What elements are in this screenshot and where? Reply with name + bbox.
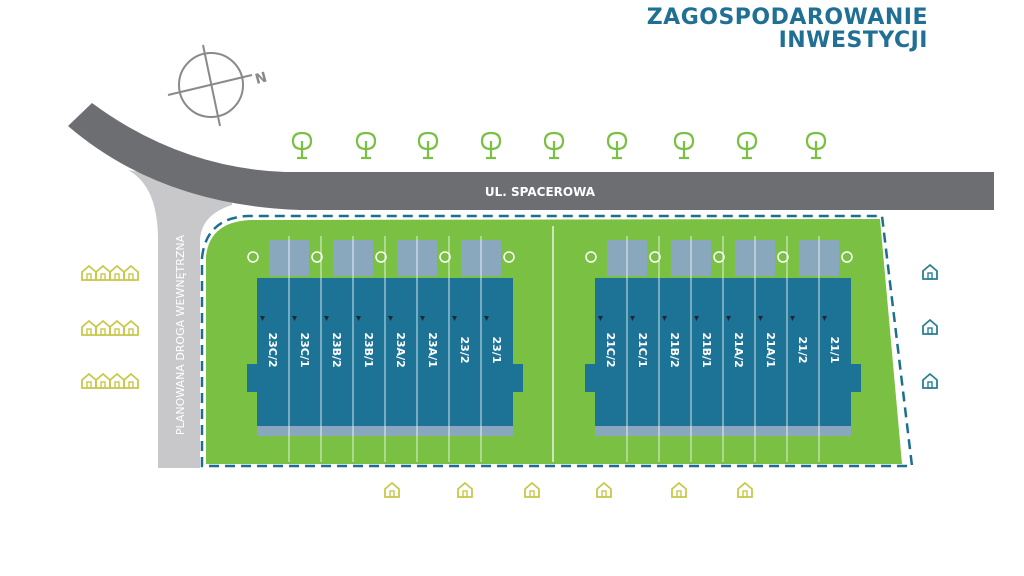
internal-road-label: PLANOWANA DROGA WEWNĘTRZNA <box>174 234 187 435</box>
unit-label: 21/2 <box>796 337 809 364</box>
plot-boundary <box>200 214 914 468</box>
shrub-icon <box>503 251 515 263</box>
compass-north-label: N <box>253 69 268 87</box>
house-icon <box>109 264 125 281</box>
house-icon <box>81 264 97 281</box>
unit-label: 21A/1 <box>764 332 777 368</box>
unit-label: 21B/2 <box>668 332 681 367</box>
entrance-marker <box>790 316 795 321</box>
entrance-marker <box>292 316 297 321</box>
shrub-icon <box>649 251 661 263</box>
unit-label: 23A/2 <box>394 332 407 368</box>
unit-label: 23/2 <box>458 337 471 364</box>
entrance-marker <box>758 316 763 321</box>
buildings: 23C/2 23C/1 23B/2 23B/1 23A/2 23A/1 23/2 23/1 21… <box>247 236 861 462</box>
building-wing <box>851 364 861 392</box>
internal-road <box>128 170 232 468</box>
unit-label: 23B/2 <box>330 332 343 367</box>
house-icon <box>922 372 938 389</box>
entrance-marker <box>662 316 667 321</box>
entrance-marker <box>324 316 329 321</box>
house-icon <box>81 319 97 336</box>
entrance-marker <box>694 316 699 321</box>
unit-label: 23/1 <box>490 337 503 364</box>
unit-label: 23B/1 <box>362 332 375 367</box>
tree-icon <box>805 131 827 160</box>
title-line-2: INWESTYCJI <box>778 28 928 53</box>
house-icon <box>95 319 111 336</box>
shrub-icon <box>375 251 387 263</box>
unit-label: 21B/1 <box>700 332 713 367</box>
house-icon <box>109 319 125 336</box>
house-icon <box>596 481 612 498</box>
house-icon <box>457 481 473 498</box>
tree-icon <box>480 131 502 160</box>
unit-label: 21C/1 <box>636 332 649 367</box>
main-road-label: UL. SPACEROWA <box>485 185 596 199</box>
entrance-marker <box>356 316 361 321</box>
entrance-marker <box>484 316 489 321</box>
entrance-marker <box>388 316 393 321</box>
entrance-marker <box>598 316 603 321</box>
page-title: ZAGOSPODAROWANIE INWESTYCJI <box>647 6 928 52</box>
house-icon <box>123 264 139 281</box>
entrance-marker <box>260 316 265 321</box>
trees-row <box>291 131 827 160</box>
shrub-icon <box>439 251 451 263</box>
house-icon <box>384 481 400 498</box>
house-icon <box>95 264 111 281</box>
house-icon <box>95 372 111 389</box>
main-road <box>68 103 994 210</box>
tree-icon <box>673 131 695 160</box>
house-icon <box>123 372 139 389</box>
house-icon <box>81 372 97 389</box>
unit-label: 21/1 <box>828 337 841 364</box>
entrance-marker <box>822 316 827 321</box>
tree-icon <box>543 131 565 160</box>
shrub-icon <box>841 251 853 263</box>
tree-icon <box>291 131 313 160</box>
unit-label: 21C/2 <box>604 332 617 367</box>
compass-icon: N <box>167 44 269 127</box>
house-icon <box>109 372 125 389</box>
shrub-icon <box>585 251 597 263</box>
building-wing <box>585 364 595 392</box>
tree-icon <box>417 131 439 160</box>
house-icon <box>123 319 139 336</box>
entrance-marker <box>420 316 425 321</box>
entrance-marker <box>726 316 731 321</box>
unit-label: 23A/1 <box>426 332 439 368</box>
entrance-marker <box>452 316 457 321</box>
house-icon <box>524 481 540 498</box>
unit-label: 21A/2 <box>732 332 745 368</box>
title-line-1: ZAGOSPODAROWANIE <box>646 5 928 30</box>
tree-icon <box>355 131 377 160</box>
surrounding-houses <box>81 263 938 498</box>
entrance-marker <box>630 316 635 321</box>
unit-label: 23C/2 <box>266 332 279 367</box>
shrub-icon <box>777 251 789 263</box>
tree-icon <box>606 131 628 160</box>
house-icon <box>737 481 753 498</box>
shrub-icon <box>311 251 323 263</box>
shrub-icon <box>713 251 725 263</box>
house-icon <box>671 481 687 498</box>
shrub-icon <box>247 251 259 263</box>
building-wing <box>247 364 257 392</box>
building-block-right: 21C/2 21C/1 21B/2 21B/1 21A/2 21A/1 21/2 21/1 <box>585 236 861 462</box>
house-icon <box>922 263 938 280</box>
house-icon <box>922 318 938 335</box>
building-wing <box>513 364 523 392</box>
unit-label: 23C/1 <box>298 332 311 367</box>
building-block-left: 23C/2 23C/1 23B/2 23B/1 23A/2 23A/1 23/2 23/1 <box>247 236 523 462</box>
tree-icon <box>736 131 758 160</box>
